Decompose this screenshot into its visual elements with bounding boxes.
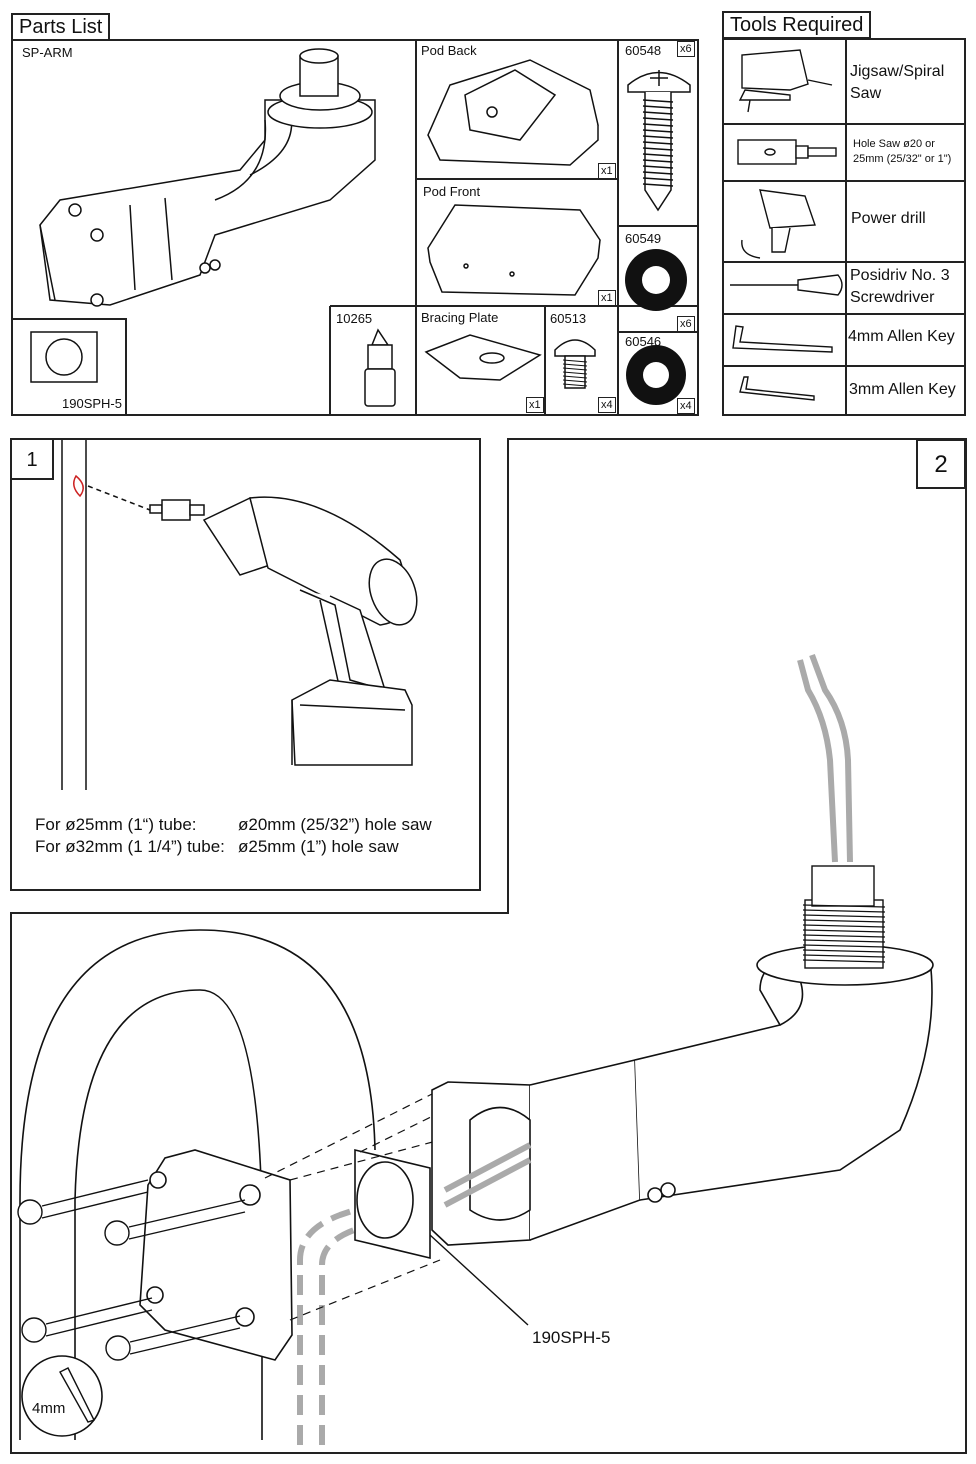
thread-line <box>802 954 886 958</box>
tools-frame <box>722 38 966 416</box>
thread-line <box>642 141 674 145</box>
tool-screwdriver-line1: Posidriv No. 3 <box>850 267 950 284</box>
sp-arm-label: SP-ARM <box>22 45 73 60</box>
p60546-code: 60546 <box>625 334 662 349</box>
thread-line <box>642 171 674 175</box>
bracing-plate-label: Bracing Plate <box>421 310 499 325</box>
tool-drill-line1: Power drill <box>851 210 926 227</box>
step2-allen-key-label: 4mm <box>32 1400 66 1417</box>
p60548-qty: x6 <box>677 41 695 57</box>
thread-line <box>642 123 674 127</box>
p60546-qty: x4 <box>677 398 695 414</box>
thread-line <box>642 159 674 163</box>
tool-allen3-line1: 3mm Allen Key <box>849 381 956 398</box>
thread-line <box>562 367 588 371</box>
thread-line <box>562 359 588 363</box>
tool-screwdriver-line2: Screwdriver <box>850 289 935 306</box>
thread-line <box>802 919 886 923</box>
jigsaw-icon <box>738 49 833 113</box>
thread-line <box>642 135 674 139</box>
thread-line <box>642 105 674 109</box>
thread-line <box>802 929 886 933</box>
sph-label: 190SPH-5 <box>62 396 122 411</box>
p60513-qty: x4 <box>598 397 616 413</box>
thread-line <box>802 904 886 908</box>
p10265-code: 10265 <box>336 311 373 326</box>
p60549-code: 60549 <box>625 231 662 246</box>
thread-line <box>642 183 674 187</box>
pod-front-qty: x1 <box>598 290 616 306</box>
thread-line <box>562 371 588 375</box>
thread-line <box>642 117 674 121</box>
pod-back-label: Pod Back <box>421 43 477 58</box>
allen-key-4mm-icon <box>732 325 833 353</box>
p60513-code: 60513 <box>550 311 587 326</box>
thread-line <box>562 379 588 383</box>
tool-allen4-line1: 4mm Allen Key <box>848 328 955 345</box>
thread-line <box>642 111 674 115</box>
parts-list-title: Parts List <box>11 13 111 41</box>
thread-line <box>802 934 886 938</box>
p60548-code: 60548 <box>625 43 662 58</box>
hole-saw-icon <box>737 139 837 165</box>
thread-line <box>802 959 886 963</box>
thread-line <box>802 914 886 918</box>
step1-number: 1 <box>10 438 54 480</box>
step1-note-2a: For ø32mm (1 1/4”) tube: <box>35 837 225 856</box>
step1-note-1a: For ø25mm (1“) tube: <box>35 815 197 834</box>
pod-back-qty: x1 <box>598 163 616 179</box>
screwdriver-icon <box>730 274 843 296</box>
thread-line <box>642 99 674 103</box>
p60549-qty: x6 <box>677 316 695 332</box>
thread-line <box>802 909 886 913</box>
thread-line <box>802 939 886 943</box>
step2-number: 2 <box>916 439 966 489</box>
thread-line <box>642 165 674 169</box>
thread-line <box>642 177 674 181</box>
tool-jigsaw-line1: Jigsaw/Spiral <box>850 63 945 80</box>
thread-line <box>802 924 886 928</box>
step1-note-1b: ø20mm (25/32”) hole saw <box>238 815 432 834</box>
allen-key-3mm-icon <box>739 376 815 401</box>
thread-line <box>642 153 674 157</box>
thread-line <box>562 375 588 379</box>
bracing-plate-qty: x1 <box>526 397 544 413</box>
thread-line <box>642 147 674 151</box>
thread-line <box>562 383 588 387</box>
thread-line <box>642 129 674 133</box>
thread-line <box>562 363 588 367</box>
step1-note-2b: ø25mm (1”) hole saw <box>238 837 399 856</box>
tool-holesaw-line2: 25mm (25/32" or 1") <box>853 153 952 165</box>
power-drill-icon <box>741 189 816 259</box>
tool-holesaw-line1: Hole Saw ø20 or <box>853 138 935 150</box>
thread-line <box>802 949 886 953</box>
pod-front-label: Pod Front <box>423 184 481 199</box>
tools-title: Tools Required <box>722 11 872 39</box>
tool-jigsaw-line2: Saw <box>850 85 882 102</box>
step2-callout-label: 190SPH-5 <box>532 1328 611 1347</box>
thread-line <box>802 944 886 948</box>
